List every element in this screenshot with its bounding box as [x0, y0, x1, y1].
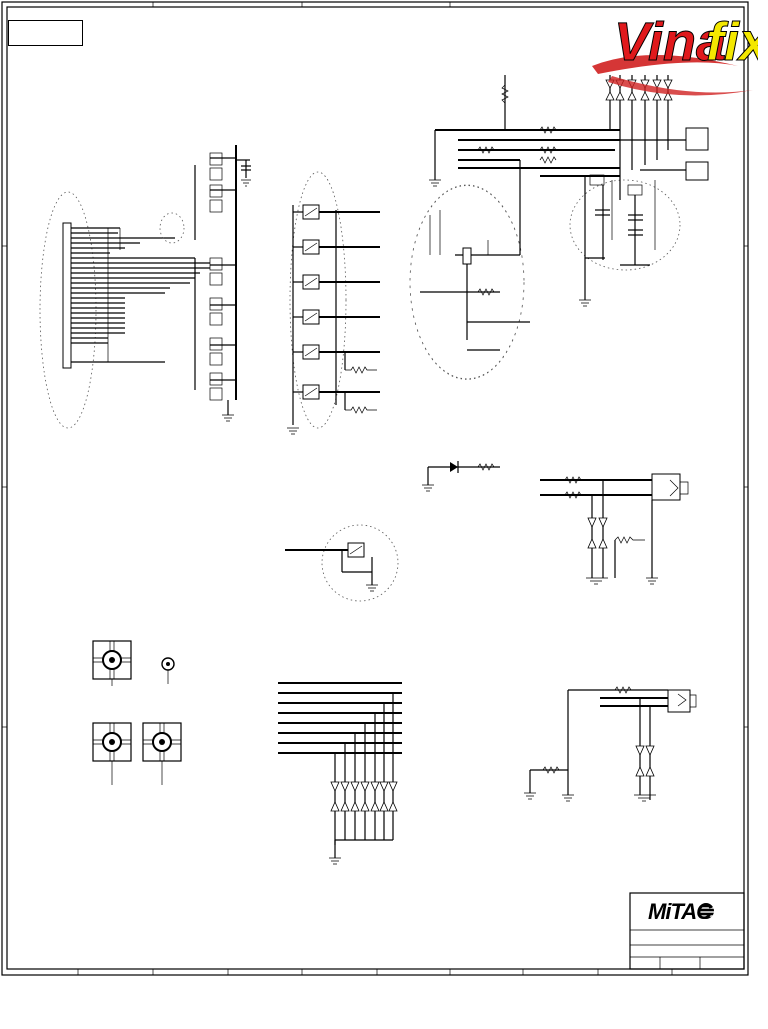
switch-array: [287, 171, 380, 435]
watermark-text-part1: Vina: [614, 12, 726, 72]
audio-filter-network: [569, 75, 709, 307]
watermark-logo: Vina fix: [588, 4, 768, 104]
sheet-label-box: [8, 20, 83, 46]
led-indicator: [422, 461, 500, 492]
transistor-circuit: [409, 75, 620, 380]
title-block: [629, 892, 745, 970]
watermark-swoosh-icon: Vina fix: [592, 12, 768, 96]
sheet-border: [1, 1, 749, 976]
jack-circuit-1: [540, 473, 689, 585]
manufacturer-logo-text: MiTAC: [648, 899, 712, 924]
mounting-holes: [92, 640, 182, 785]
transistor-column: [159, 145, 251, 422]
left-connector: [39, 191, 210, 429]
data-bus: [278, 682, 402, 865]
tact-switch: [285, 524, 399, 602]
jack-circuit-2: [524, 686, 697, 802]
watermark-text-part2: fix: [706, 12, 758, 72]
